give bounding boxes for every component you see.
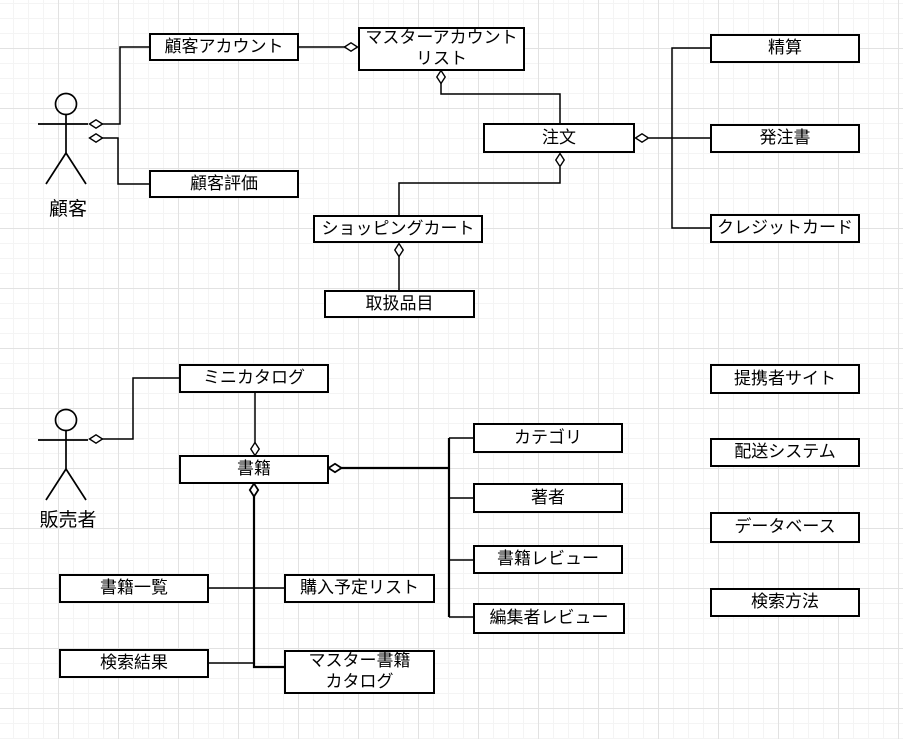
node-label: 検索方法 [751,592,819,613]
node-database[interactable]: データベース [710,512,860,543]
node-book-list[interactable]: 書籍一覧 [59,574,209,603]
node-master-book-catalog[interactable]: マスター書籍カタログ [284,650,435,694]
node-credit-card[interactable]: クレジットカード [710,214,860,243]
node-label: 提携者サイト [734,368,836,389]
node-label: クレジットカード [717,218,853,239]
aggregation-diamond [634,132,650,144]
node-author[interactable]: 著者 [473,483,623,513]
actor-leg-left [45,152,67,185]
node-mini-catalog[interactable]: ミニカタログ [179,364,329,393]
node-label: 配送システム [734,442,836,463]
aggregation-diamond [88,433,104,445]
node-purchase-order[interactable]: 発注書 [710,124,860,153]
actor-seller[interactable] [38,408,88,501]
node-books[interactable]: 書籍 [179,455,329,484]
actor-label-customer: 顧客 [48,198,88,220]
node-settlement[interactable]: 精算 [710,34,860,63]
actor-label-seller: 販売者 [39,509,97,531]
node-label: 顧客アカウント [164,36,284,57]
aggregation-diamond [393,242,405,258]
node-editor-review[interactable]: 編集者レビュー [473,603,625,634]
aggregation-diamond [326,462,344,474]
node-search-method[interactable]: 検索方法 [710,588,860,617]
aggregation-diamond [88,132,104,144]
node-label: ショッピングカート [321,218,475,239]
actor-customer[interactable] [38,92,88,185]
node-label: ミニカタログ [203,368,305,389]
connector-books-down-to-master-book-catalog [252,496,284,669]
node-delivery-system[interactable]: 配送システム [710,438,860,467]
aggregation-diamond [343,41,359,53]
aggregation-diamond [554,152,566,168]
node-label: マスター書籍 [308,651,411,672]
aggregation-diamond [249,441,261,457]
node-search-results[interactable]: 検索結果 [59,649,209,678]
node-label: リスト [416,49,467,69]
aggregation-diamond [435,69,447,85]
actor-leg-right [65,152,87,185]
connector-seller-to-mini-catalog [102,377,179,440]
node-label: 顧客評価 [190,173,258,194]
node-label: カテゴリ [514,427,582,448]
node-purchase-plan-list[interactable]: 購入予定リスト [284,574,435,603]
node-label: 書籍一覧 [100,578,168,599]
node-label: 購入予定リスト [300,578,419,599]
node-label: 発注書 [759,128,811,149]
node-label: カタログ [325,672,394,692]
aggregation-diamond [248,481,260,499]
connector-customer-to-customer-rating [102,137,149,185]
actor-leg-right [65,468,87,501]
node-order[interactable]: 注文 [483,123,635,153]
node-label: 精算 [768,38,802,59]
node-label: 書籍 [237,459,271,480]
node-label: マスターアカウント [365,28,518,49]
connector-master-list-to-order [440,83,561,123]
node-label: 編集者レビュー [489,608,609,629]
node-master-account-list[interactable]: マスターアカウントリスト [358,27,525,71]
connector-order-to-shopping-cart [398,167,561,215]
node-label: 取扱品目 [365,293,434,314]
node-customer-rating[interactable]: 顧客評価 [149,170,299,198]
actor-head [54,92,78,116]
node-label: 著者 [531,487,565,508]
actor-head [54,408,78,432]
node-category[interactable]: カテゴリ [473,423,623,453]
node-book-review[interactable]: 書籍レビュー [473,545,623,574]
node-shopping-cart[interactable]: ショッピングカート [313,215,483,243]
aggregation-diamond [88,118,104,130]
node-label: データベース [734,517,836,538]
node-partner-site[interactable]: 提携者サイト [710,364,860,394]
node-label: 検索結果 [100,653,168,674]
node-label: 注文 [542,127,576,148]
connector-order-branch-settlement-creditcard [671,47,710,229]
node-customer-account[interactable]: 顧客アカウント [149,33,299,61]
actor-leg-left [45,468,67,501]
connector-customer-to-customer-account [102,46,149,125]
node-handled-items[interactable]: 取扱品目 [324,290,475,318]
node-label: 書籍レビュー [497,549,599,570]
